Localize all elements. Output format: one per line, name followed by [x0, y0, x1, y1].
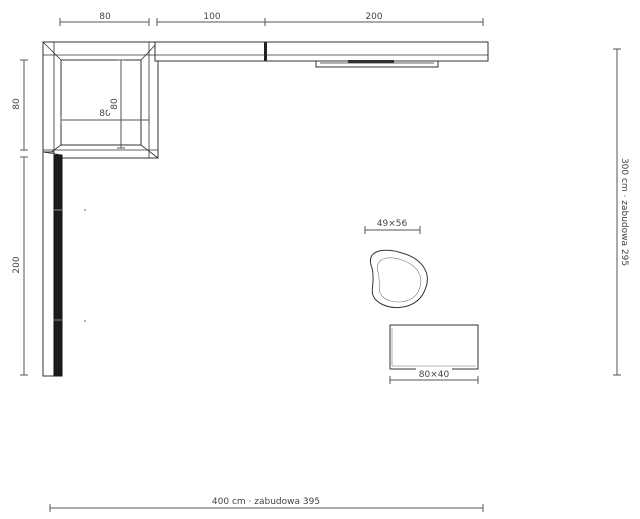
dim-top-left-label: 80: [99, 12, 111, 22]
table: 80×40: [389, 324, 479, 384]
dim-top-middle-label: 100: [203, 12, 220, 22]
dim-left-upper: 80: [10, 59, 28, 151]
dim-top-right-label: 200: [365, 12, 382, 22]
chair: 49×56: [364, 217, 428, 309]
dim-top-right: 200: [265, 9, 484, 26]
marker-dot: [84, 320, 86, 322]
left-wall-run: [42, 151, 63, 377]
top-cabinet-run: [154, 41, 489, 68]
dim-left-upper-label: 80: [12, 98, 22, 110]
dim-total-height-label: 300 cm · zabudowa 295: [619, 158, 629, 266]
dim-inner-width: 80: [60, 107, 150, 124]
dim-inner-height: 80: [108, 59, 125, 149]
table-size-label: 80×40: [419, 370, 450, 380]
chair-size-label: 49×56: [377, 219, 408, 229]
dim-inner-height-label: 80: [110, 98, 120, 110]
dim-total-height: 300 cm · zabudowa 295: [613, 48, 632, 376]
dim-total-width-label: 400 cm · zabudowa 395: [212, 497, 320, 507]
dim-top-middle: 100: [156, 9, 266, 26]
dim-left-lower: 200: [10, 156, 28, 376]
dim-total-width: 400 cm · zabudowa 395: [49, 494, 484, 512]
corner-cabinet: [42, 41, 159, 159]
dim-inner-width-label: 80: [99, 109, 111, 119]
marker-dot: [84, 209, 86, 211]
dim-left-lower-label: 200: [12, 256, 22, 273]
dim-top-left: 80: [59, 9, 150, 26]
